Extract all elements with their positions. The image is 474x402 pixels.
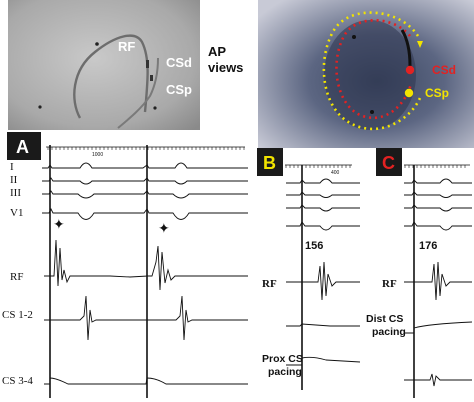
electrode-dot (370, 110, 374, 114)
pacing-label-c-line1: Dist CS (366, 313, 403, 325)
xray-right: CSd CSp (258, 0, 474, 148)
lead-label-cs12: CS 1-2 (2, 309, 33, 321)
lead-label-rf: RF (10, 271, 23, 283)
xray-left: RF CSd CSp (8, 0, 200, 130)
trace-a-iii (42, 190, 248, 199)
trace-c-ii (404, 191, 472, 198)
ap-views-line1: AP (208, 44, 226, 59)
lead-label-v1: V1 (10, 207, 23, 219)
time-ruler-a (47, 147, 245, 150)
pacing-label-b-line2: pacing (268, 366, 302, 378)
trace-b-cs2 (286, 356, 361, 366)
ap-views-line2: views (208, 60, 243, 75)
lead-label-ii: II (10, 174, 18, 186)
panel-c: 176 RF Dist CS pacing (366, 164, 473, 398)
trace-a-i (42, 162, 248, 169)
trace-b-rf (286, 261, 360, 301)
electrode-dot (352, 35, 356, 39)
lead-label-iii: III (10, 187, 21, 199)
dot-csp (404, 88, 414, 98)
panel-a: 1000 I II III V1 RF CS 1-2 CS 3-4 ✦ ✦ (2, 145, 248, 398)
label-csd-right: CSd (432, 63, 456, 77)
badge-c-text: C (382, 153, 395, 173)
label-csp-right: CSp (425, 86, 449, 100)
trace-c-iii (404, 204, 472, 212)
interval-c: 176 (419, 240, 437, 252)
time-ruler-b (285, 165, 351, 168)
trace-c-v1 (404, 221, 472, 231)
rf-catheter (73, 34, 149, 119)
star-marker: ✦ (53, 217, 65, 233)
badge-a: A (7, 132, 41, 160)
rf-label-c: RF (382, 278, 397, 290)
trace-a-cs12 (44, 295, 248, 341)
yellow-ring (322, 11, 422, 131)
electrode-dot (153, 106, 157, 110)
time-marker-a: 1000 (92, 152, 103, 158)
trace-b-v1 (286, 221, 360, 231)
trace-c-rf (404, 261, 472, 301)
dot-csd (405, 65, 415, 75)
badge-b: B (257, 148, 283, 176)
pacing-label-c-line2: pacing (372, 326, 406, 338)
electrode-dot (95, 42, 99, 46)
trace-c-cs2 (404, 373, 472, 387)
trace-a-cs34 (44, 377, 248, 385)
lead-label-i: I (10, 161, 14, 173)
time-marker-b: 400 (331, 170, 340, 176)
red-ring (335, 18, 413, 120)
label-csd: CSd (166, 55, 192, 70)
trace-b-cs (286, 323, 360, 327)
label-rf: RF (118, 39, 135, 54)
badge-c: C (376, 148, 402, 176)
badge-a-text: A (16, 137, 29, 157)
interval-b: 156 (305, 240, 323, 252)
electrode-marker (146, 60, 149, 68)
lead-label-cs34: CS 3-4 (2, 375, 33, 387)
time-ruler-c (404, 165, 466, 168)
cs-catheter (117, 57, 159, 129)
trace-b-iii (286, 204, 360, 212)
pacing-label-b-line1: Prox CS (262, 353, 303, 365)
trace-a-rf (44, 239, 248, 291)
badge-b-text: B (263, 153, 276, 173)
trace-b-ii (286, 191, 360, 198)
arrow-yellow (417, 41, 423, 48)
electrode-dot (38, 105, 42, 109)
star-marker: ✦ (158, 221, 170, 237)
label-csp: CSp (166, 82, 192, 97)
trace-a-v1 (42, 207, 248, 220)
trace-a-ii (42, 177, 248, 185)
panel-b: 400 156 RF Prox CS pacing (262, 164, 361, 390)
trace-c-cs (404, 321, 473, 334)
trace-b-i (286, 178, 360, 184)
electrode-marker (150, 75, 153, 81)
rf-label-b: RF (262, 278, 277, 290)
trace-c-i (404, 178, 472, 184)
